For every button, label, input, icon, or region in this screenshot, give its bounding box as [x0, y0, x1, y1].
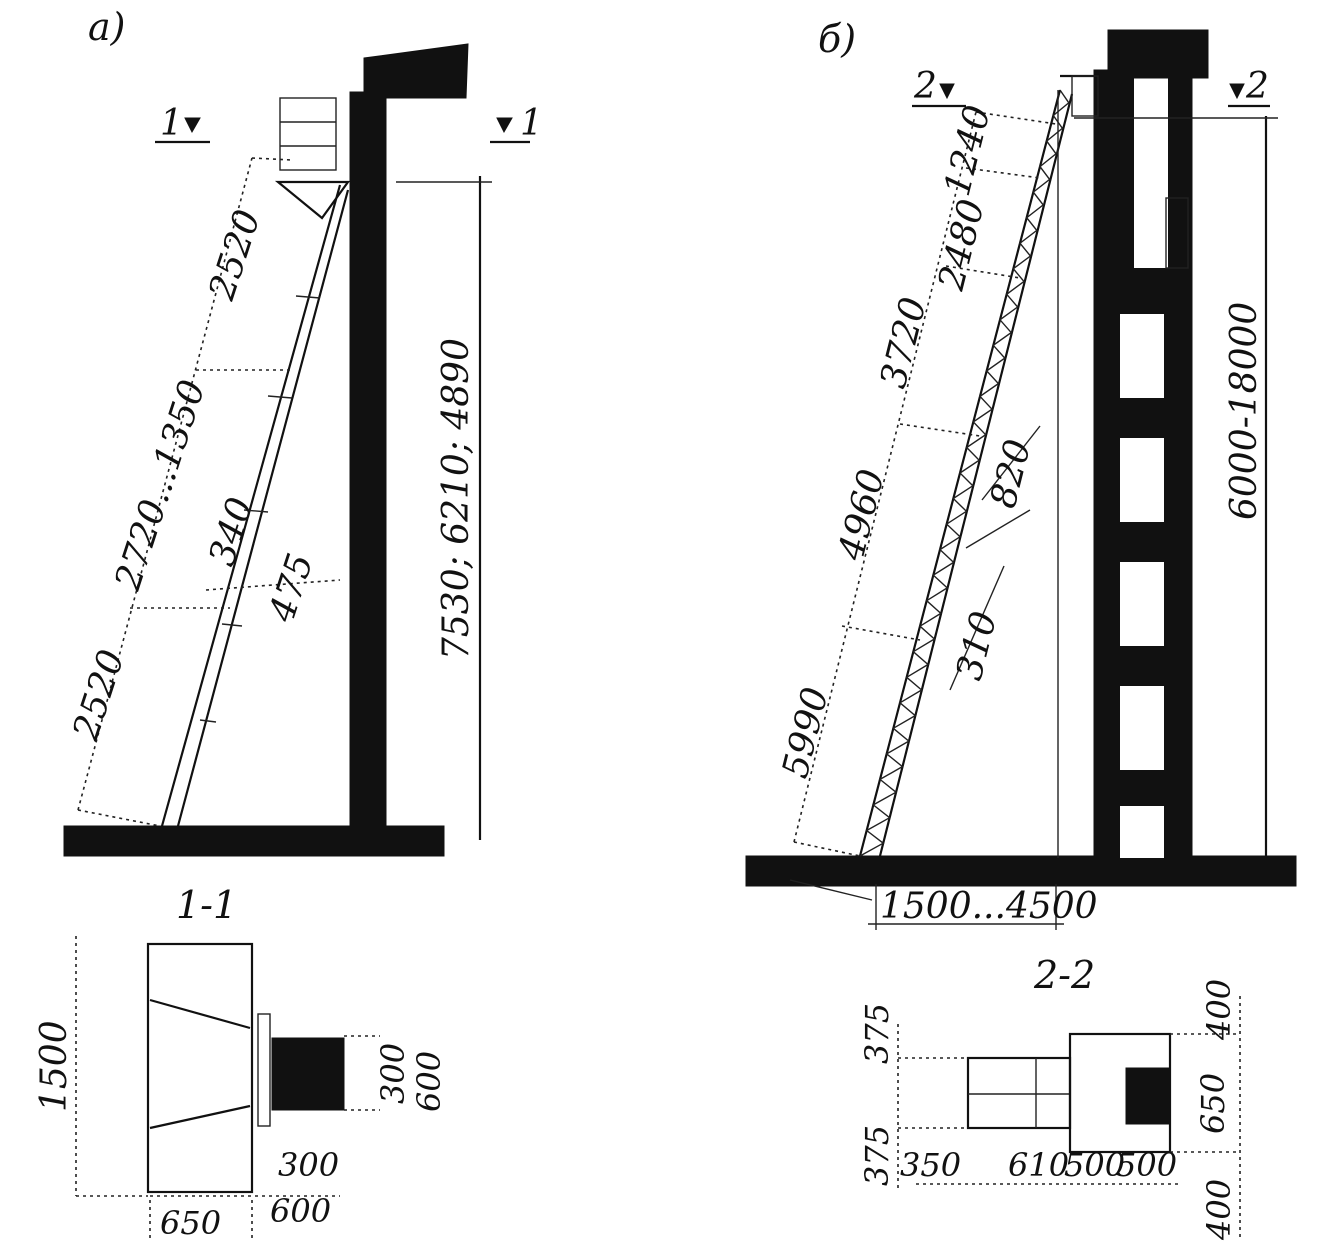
wall-cornice-a: [363, 43, 469, 99]
boom-lattice-b: [859, 89, 1070, 857]
section-1-1-hinge: [257, 1013, 271, 1127]
panel-b-label: б): [818, 17, 856, 61]
dim-2-2-375-top: 375: [858, 1003, 896, 1064]
dim-1-1-1500: 1500: [34, 1020, 75, 1112]
dim-1-1-600-v: 600: [410, 1051, 448, 1112]
dim-a-height: 7530; 6210; 4890: [436, 338, 477, 660]
ground-slab-b: [745, 855, 1297, 887]
cradle-basket-a: [279, 97, 337, 171]
dim-a-340: 340: [202, 493, 262, 571]
cradle-bracket-a: [274, 180, 351, 220]
panel-a: а) 1 1 2520 2720..: [63, 5, 543, 857]
dim-b-3720: 3720: [873, 293, 935, 392]
dim-b-height: 6000-18000: [1224, 302, 1265, 520]
dim-a-2520-top: 2520: [201, 205, 269, 306]
dim-b-310: 310: [949, 608, 1005, 685]
dim-2-2-500b: 500: [1116, 1146, 1177, 1184]
tower-cap-b: [1107, 29, 1209, 79]
section-1-left-arrow: [184, 117, 201, 134]
section-2-left-arrow: [939, 83, 955, 100]
panel-a-label: а): [88, 5, 125, 49]
dim-1-1-300-h: 300: [278, 1146, 339, 1184]
section-2-2: 2-2 375 375 400 400 650 350 610 500 500: [858, 953, 1241, 1241]
section-2-left-mark: 2: [913, 66, 937, 107]
dim-a-2720-1350: 2720...1350: [107, 375, 214, 596]
boom-rail-right-b: [878, 93, 1074, 857]
dim-1-1-300-v: 300: [374, 1043, 412, 1104]
dim-2-2-375-bottom: 375: [858, 1125, 896, 1186]
dim-a-475: 475: [261, 549, 322, 628]
dim-b-820: 820: [983, 436, 1039, 513]
wall-column-a: [349, 91, 387, 829]
section-1-1-wall: [271, 1037, 345, 1111]
section-1-left-mark: 1: [160, 103, 183, 144]
ladder-rail-outer-a: [160, 184, 342, 827]
dim-2-2-650: 650: [1194, 1073, 1232, 1134]
ladder-rail-inner-a: [176, 189, 350, 827]
dim-b-2480: 2480: [931, 195, 993, 295]
section-1-1-title: 1-1: [176, 883, 237, 927]
dim-2-2-400-top: 400: [1200, 979, 1238, 1041]
section-2-right-arrow: [1229, 83, 1245, 100]
dim-chain-a: [77, 157, 253, 811]
dim-2-2-500a: 500: [1064, 1146, 1125, 1184]
dim-b-4960: 4960: [831, 465, 893, 565]
section-1-1-frame: [146, 942, 254, 1194]
dim-1-1-650: 650: [160, 1204, 221, 1242]
section-2-2-title: 2-2: [1033, 953, 1095, 997]
dim-b-1240: 1240: [937, 101, 999, 200]
dim-a-2520-bottom: 2520: [65, 645, 133, 746]
dim-1-1-600-h: 600: [270, 1192, 331, 1230]
section-2-2-core: [1125, 1067, 1171, 1125]
dim-2-2-610: 610: [1008, 1146, 1069, 1184]
ground-slab-a: [63, 825, 445, 857]
section-2-2-platform: [966, 1056, 1072, 1130]
dim-b-base: 1500...4500: [880, 886, 1098, 927]
dim-2-2-350: 350: [900, 1146, 961, 1184]
section-1-right-mark: 1: [520, 103, 543, 144]
panel-b: б) 2 2 2480 1240: [745, 17, 1297, 930]
dim-b-5990: 5990: [775, 683, 837, 782]
dim-2-2-400-bottom: 400: [1200, 1179, 1238, 1241]
section-1-right-arrow: [496, 117, 513, 134]
section-2-right-mark: 2: [1245, 66, 1269, 107]
section-1-1: 1-1 1500 300 600 300 600 650: [34, 883, 448, 1242]
